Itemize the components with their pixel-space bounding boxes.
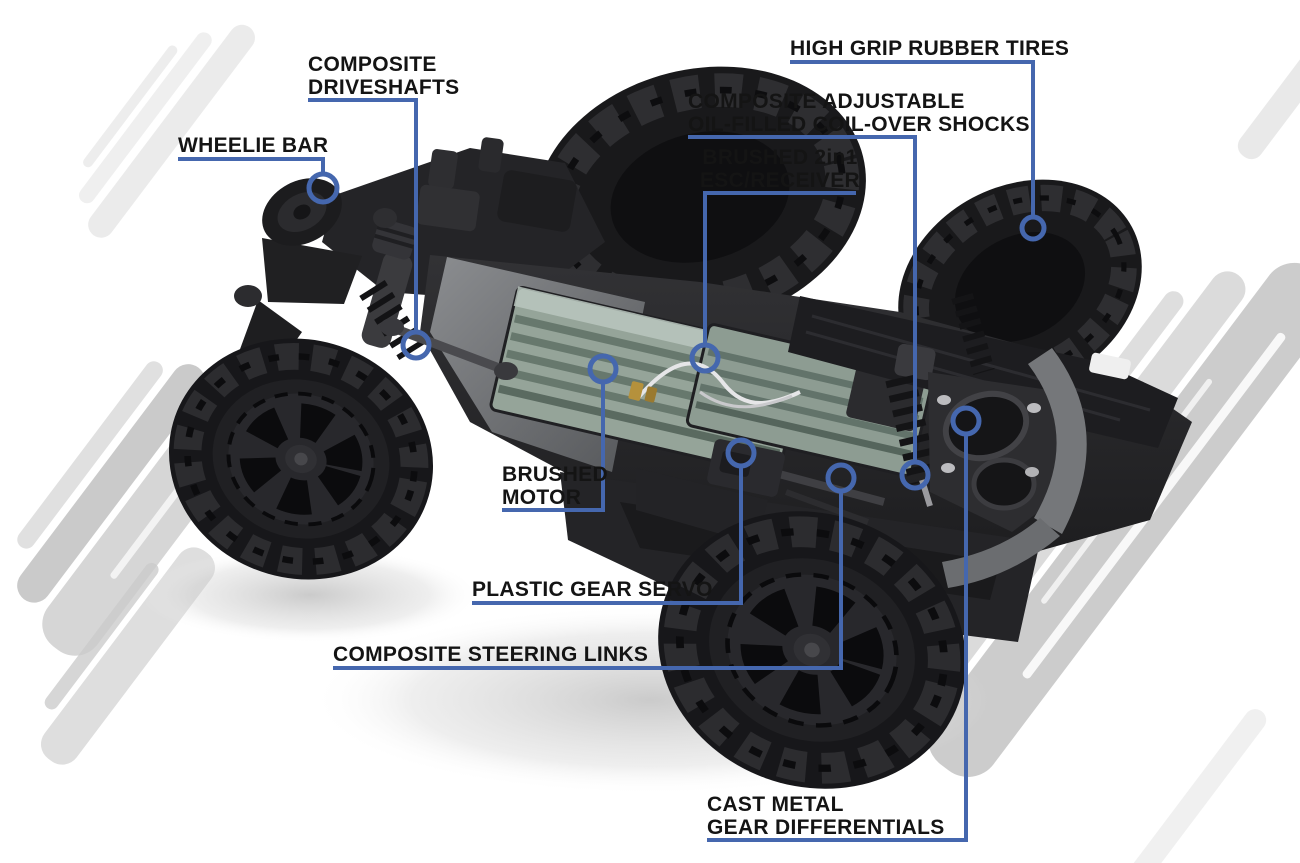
- callout-line-composite-driveshafts: [308, 98, 432, 361]
- callout-label-line: GEAR DIFFERENTIALS: [707, 816, 945, 839]
- callout-lines: [178, 60, 1047, 842]
- callout-label-composite-driveshafts: COMPOSITE DRIVESHAFTS: [308, 53, 459, 99]
- callout-label-line: WHEELIE BAR: [178, 134, 329, 157]
- truck-illustration: [140, 32, 1192, 831]
- callout-label-brushed-motor: BRUSHED MOTOR: [502, 463, 608, 509]
- callout-label-plastic-gear-servo: PLASTIC GEAR SERVO: [472, 578, 713, 601]
- callout-label-line: PLASTIC GEAR SERVO: [472, 578, 713, 601]
- callout-label-composite-steering-links: COMPOSITE STEERING LINKS: [333, 643, 648, 666]
- callout-label-line: COMPOSITE: [308, 53, 437, 76]
- callout-label-line: CAST METAL: [707, 793, 844, 816]
- callout-label-line: ESC/RECEIVER: [700, 169, 860, 192]
- callout-label-line: COMPOSITE STEERING LINKS: [333, 643, 649, 666]
- callout-label-shocks: COMPOSITE ADJUSTABLE OIL-FILLED COIL-OVE…: [688, 90, 1030, 136]
- callout-label-line: OIL-FILLED COIL-OVER SHOCKS: [688, 113, 1030, 136]
- callout-label-esc-receiver: BRUSHED 2in1 ESC/RECEIVER: [700, 146, 860, 192]
- callout-line-gear-differentials: [707, 405, 982, 842]
- callout-line-wheelie-bar: [178, 157, 340, 205]
- callout-label-line: BRUSHED 2in1: [702, 146, 858, 169]
- callout-line-high-grip-rubber-tires: [790, 60, 1047, 242]
- callout-line-brushed-motor: [502, 353, 619, 512]
- callout-line-esc-receiver: [689, 191, 856, 374]
- callout-label-line: HIGH GRIP RUBBER TIRES: [790, 37, 1070, 60]
- callout-line-shocks: [688, 135, 931, 491]
- callout-line-composite-steering-links: [333, 462, 857, 670]
- callout-label-wheelie-bar: WHEELIE BAR: [178, 134, 328, 157]
- callout-label-high-grip-rubber-tires: HIGH GRIP RUBBER TIRES: [790, 37, 1069, 60]
- callout-label-line: DRIVESHAFTS: [308, 76, 460, 99]
- callout-label-line: MOTOR: [502, 486, 582, 509]
- left-shock: [359, 208, 425, 360]
- callout-label-gear-differentials: CAST METAL GEAR DIFFERENTIALS: [707, 793, 945, 839]
- callout-line-plastic-gear-servo: [472, 437, 757, 605]
- callout-label-line: BRUSHED: [502, 463, 608, 486]
- callout-label-line: COMPOSITE ADJUSTABLE: [688, 90, 965, 113]
